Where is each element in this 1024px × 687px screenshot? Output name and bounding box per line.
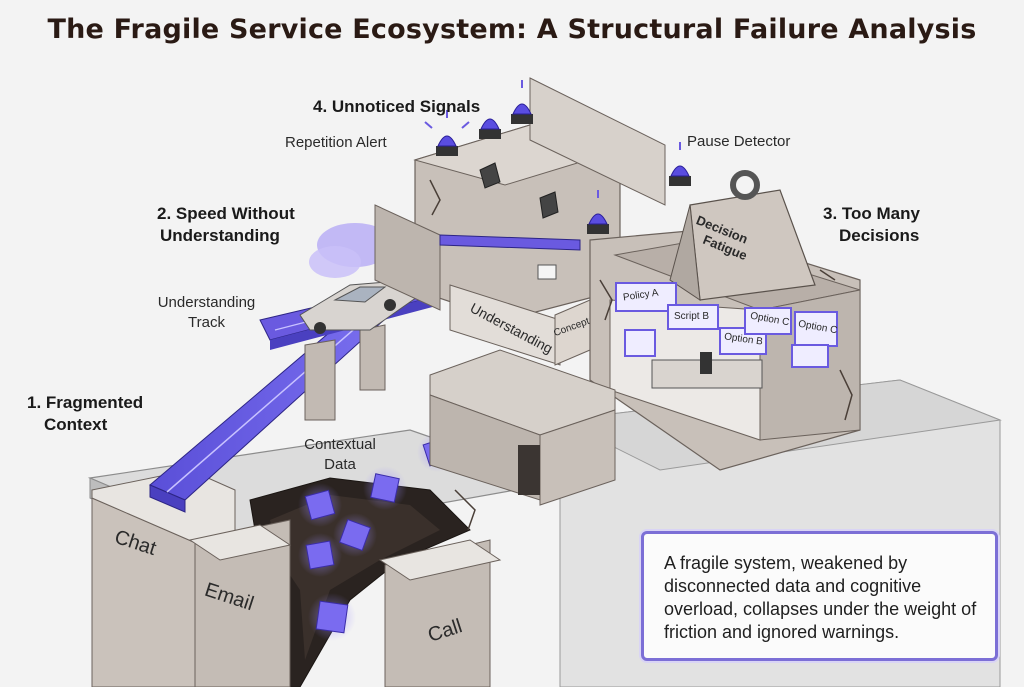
label-fragmented-line2: Context (44, 415, 108, 434)
caption-box: A fragile system, weakened by disconnect… (641, 531, 998, 661)
label-contextual-data-line2: Data (324, 456, 356, 473)
alert-sirens (424, 80, 691, 234)
pillar-email (188, 519, 292, 687)
label-speed-line1: 2. Speed Without (157, 204, 295, 223)
page-title: The Fragile Service Ecosystem: A Structu… (47, 14, 977, 45)
central-building (374, 77, 666, 366)
label-repetition-alert: Repetition Alert (285, 134, 387, 151)
label-speed-line2: Understanding (160, 226, 280, 245)
ramp-columns (304, 324, 386, 421)
structural-cracks (429, 179, 981, 591)
crashing-car (299, 223, 421, 334)
label-understanding-track-line2: Track (188, 314, 225, 331)
caption-text: A fragile system, weakened by disconnect… (664, 553, 977, 642)
label-contextual-data-line1: Contextual (304, 436, 376, 453)
label-understanding-track-line1: Understanding (157, 294, 256, 311)
label-decisions-line2: Decisions (839, 226, 920, 245)
label-fragmented-line1: 1. Fragmented (27, 393, 144, 412)
label-unnoticed-signals: 4. Unnoticed Signals (313, 97, 481, 116)
pillar-call (378, 539, 502, 687)
screen-script-b: Script B (674, 311, 710, 322)
floating-screens (615, 282, 838, 368)
decision-fatigue-weight (669, 170, 816, 302)
lower-block (429, 349, 616, 506)
label-pause-detector: Pause Detector (687, 133, 791, 150)
label-decisions-line1: 3. Too Many (823, 204, 920, 223)
